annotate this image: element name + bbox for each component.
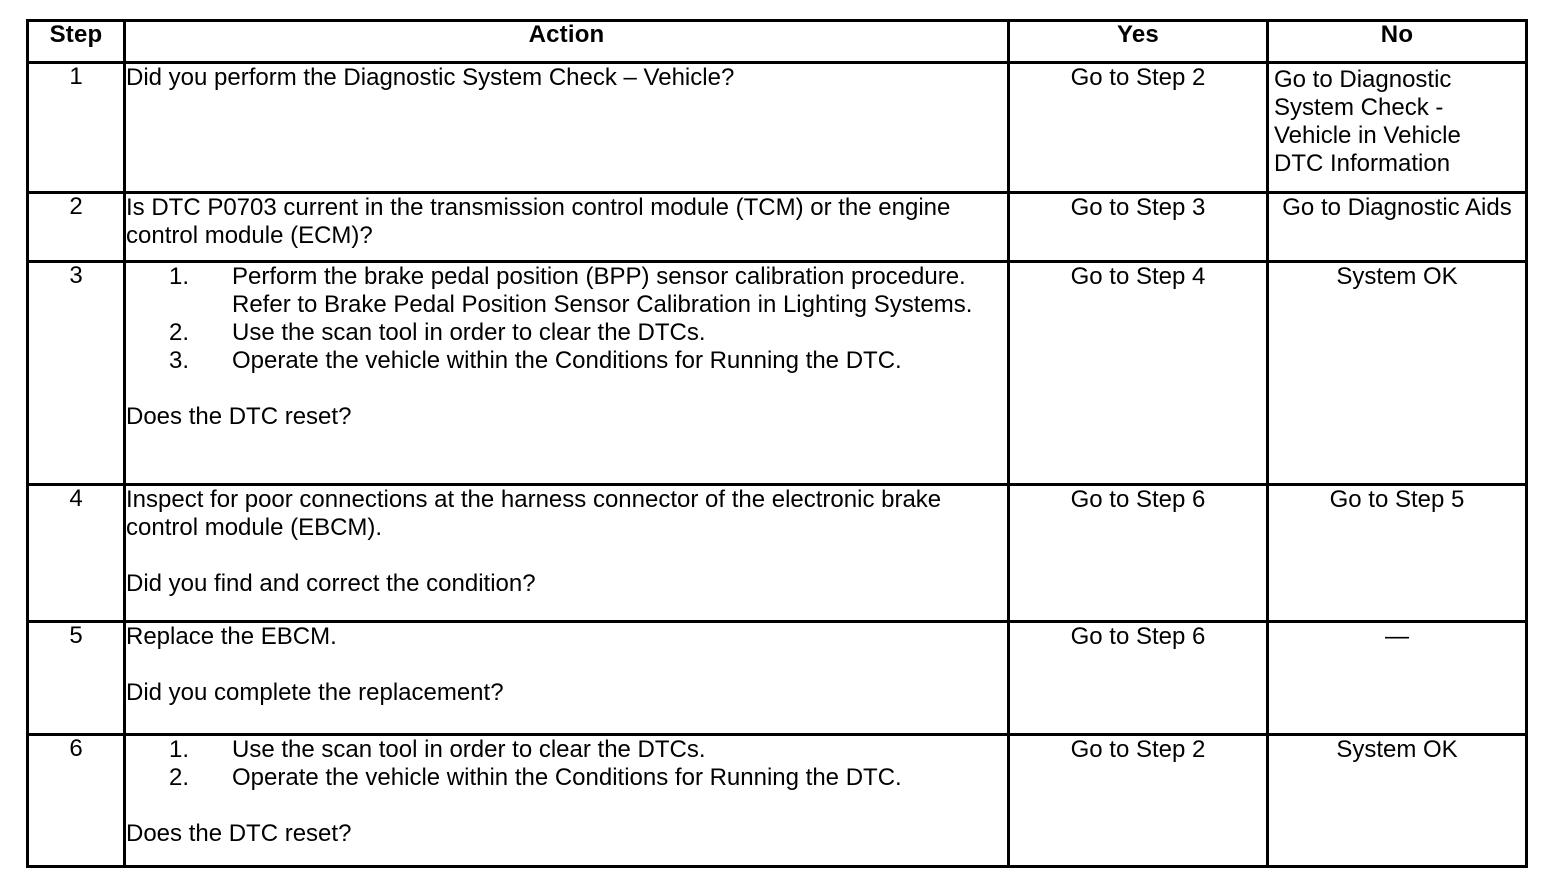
action-list-item: 1. Use the scan tool in order to clear t…: [126, 736, 1007, 764]
column-header-yes: Yes: [1007, 19, 1269, 64]
action-list-item: 2. Use the scan tool in order to clear t…: [126, 319, 1007, 347]
list-item-text: Use the scan tool in order to clear the …: [232, 319, 706, 346]
no-text-line: System Check -: [1274, 94, 1444, 121]
action-list-item: 3. Operate the vehicle within the Condit…: [126, 347, 1007, 375]
list-item-number: 1.: [169, 263, 190, 290]
action-cell: Is DTC P0703 current in the transmission…: [123, 191, 1010, 263]
no-cell: Go to Step 5: [1266, 483, 1528, 623]
action-cell: Did you perform the Diagnostic System Ch…: [123, 61, 1010, 194]
table-row: 3 1. Perform the brake pedal position (B…: [26, 260, 1528, 486]
step-number: 5: [26, 620, 126, 736]
action-intro-text: Inspect for poor connections at the harn…: [126, 486, 942, 541]
step-number: 1: [26, 61, 126, 194]
action-cell: Replace the EBCM. Did you complete the r…: [123, 620, 1010, 736]
no-text-line: DTC Information: [1274, 150, 1451, 177]
no-cell: System OK: [1266, 260, 1528, 486]
action-question-text: Does the DTC reset?: [126, 403, 352, 430]
header-row: Step Action Yes No: [26, 19, 1528, 64]
action-cell: Inspect for poor connections at the harn…: [123, 483, 1010, 623]
table-row: 2 Is DTC P0703 current in the transmissi…: [26, 191, 1528, 263]
action-cell: 1. Use the scan tool in order to clear t…: [123, 733, 1010, 868]
table-body: 1 Did you perform the Diagnostic System …: [26, 61, 1528, 868]
column-header-step: Step: [26, 19, 126, 64]
yes-cell: Go to Step 6: [1007, 620, 1269, 736]
spacer: [126, 542, 1007, 570]
spacer: [126, 375, 1007, 403]
action-question-text: Did you find and correct the condition?: [126, 570, 536, 597]
action-step-list: 1. Perform the brake pedal position (BPP…: [126, 263, 1007, 375]
action-intro-text: Is DTC P0703 current in the transmission…: [126, 194, 951, 249]
no-cell: Go to Diagnostic System Check - Vehicle …: [1266, 61, 1528, 194]
yes-cell: Go to Step 4: [1007, 260, 1269, 486]
column-header-action: Action: [123, 19, 1010, 64]
action-question-text: Does the DTC reset?: [126, 820, 352, 847]
list-item-number: 2.: [169, 764, 190, 791]
action-list-item: 2. Operate the vehicle within the Condit…: [126, 764, 1007, 792]
action-intro-text: Did you perform the Diagnostic System Ch…: [126, 64, 735, 91]
list-item-text: Perform the brake pedal position (BPP) s…: [232, 263, 973, 318]
list-item-number: 3.: [169, 347, 190, 374]
no-text-line: Vehicle in Vehicle: [1274, 122, 1461, 149]
step-number: 2: [26, 191, 126, 263]
no-text-line: Go to Diagnostic: [1274, 66, 1452, 93]
no-cell: System OK: [1266, 733, 1528, 868]
list-item-text: Use the scan tool in order to clear the …: [232, 736, 706, 763]
table-header: Step Action Yes No: [26, 19, 1528, 64]
action-question-text: Did you complete the replacement?: [126, 679, 504, 706]
table-row: 5 Replace the EBCM. Did you complete the…: [26, 620, 1528, 736]
spacer: [126, 792, 1007, 820]
list-item-number: 2.: [169, 319, 190, 346]
action-cell: 1. Perform the brake pedal position (BPP…: [123, 260, 1010, 486]
table-row: 6 1. Use the scan tool in order to clear…: [26, 733, 1528, 868]
yes-cell: Go to Step 6: [1007, 483, 1269, 623]
action-intro-text: Replace the EBCM.: [126, 623, 337, 650]
table-row: 1 Did you perform the Diagnostic System …: [26, 61, 1528, 194]
column-header-no: No: [1266, 19, 1528, 64]
spacer: [126, 651, 1007, 679]
table-row: 4 Inspect for poor connections at the ha…: [26, 483, 1528, 623]
yes-cell: Go to Step 2: [1007, 61, 1269, 194]
list-item-text: Operate the vehicle within the Condition…: [232, 764, 902, 791]
action-list-item: 1. Perform the brake pedal position (BPP…: [126, 263, 1007, 319]
no-cell: Go to Diagnostic Aids: [1266, 191, 1528, 263]
step-number: 6: [26, 733, 126, 868]
diagnostic-procedure-table: Step Action Yes No 1 Did you perform the…: [26, 19, 1528, 868]
no-cell: —: [1266, 620, 1528, 736]
step-number: 4: [26, 483, 126, 623]
yes-cell: Go to Step 2: [1007, 733, 1269, 868]
list-item-text: Operate the vehicle within the Condition…: [232, 347, 902, 374]
step-number: 3: [26, 260, 126, 486]
list-item-number: 1.: [169, 736, 190, 763]
action-step-list: 1. Use the scan tool in order to clear t…: [126, 736, 1007, 792]
yes-cell: Go to Step 3: [1007, 191, 1269, 263]
